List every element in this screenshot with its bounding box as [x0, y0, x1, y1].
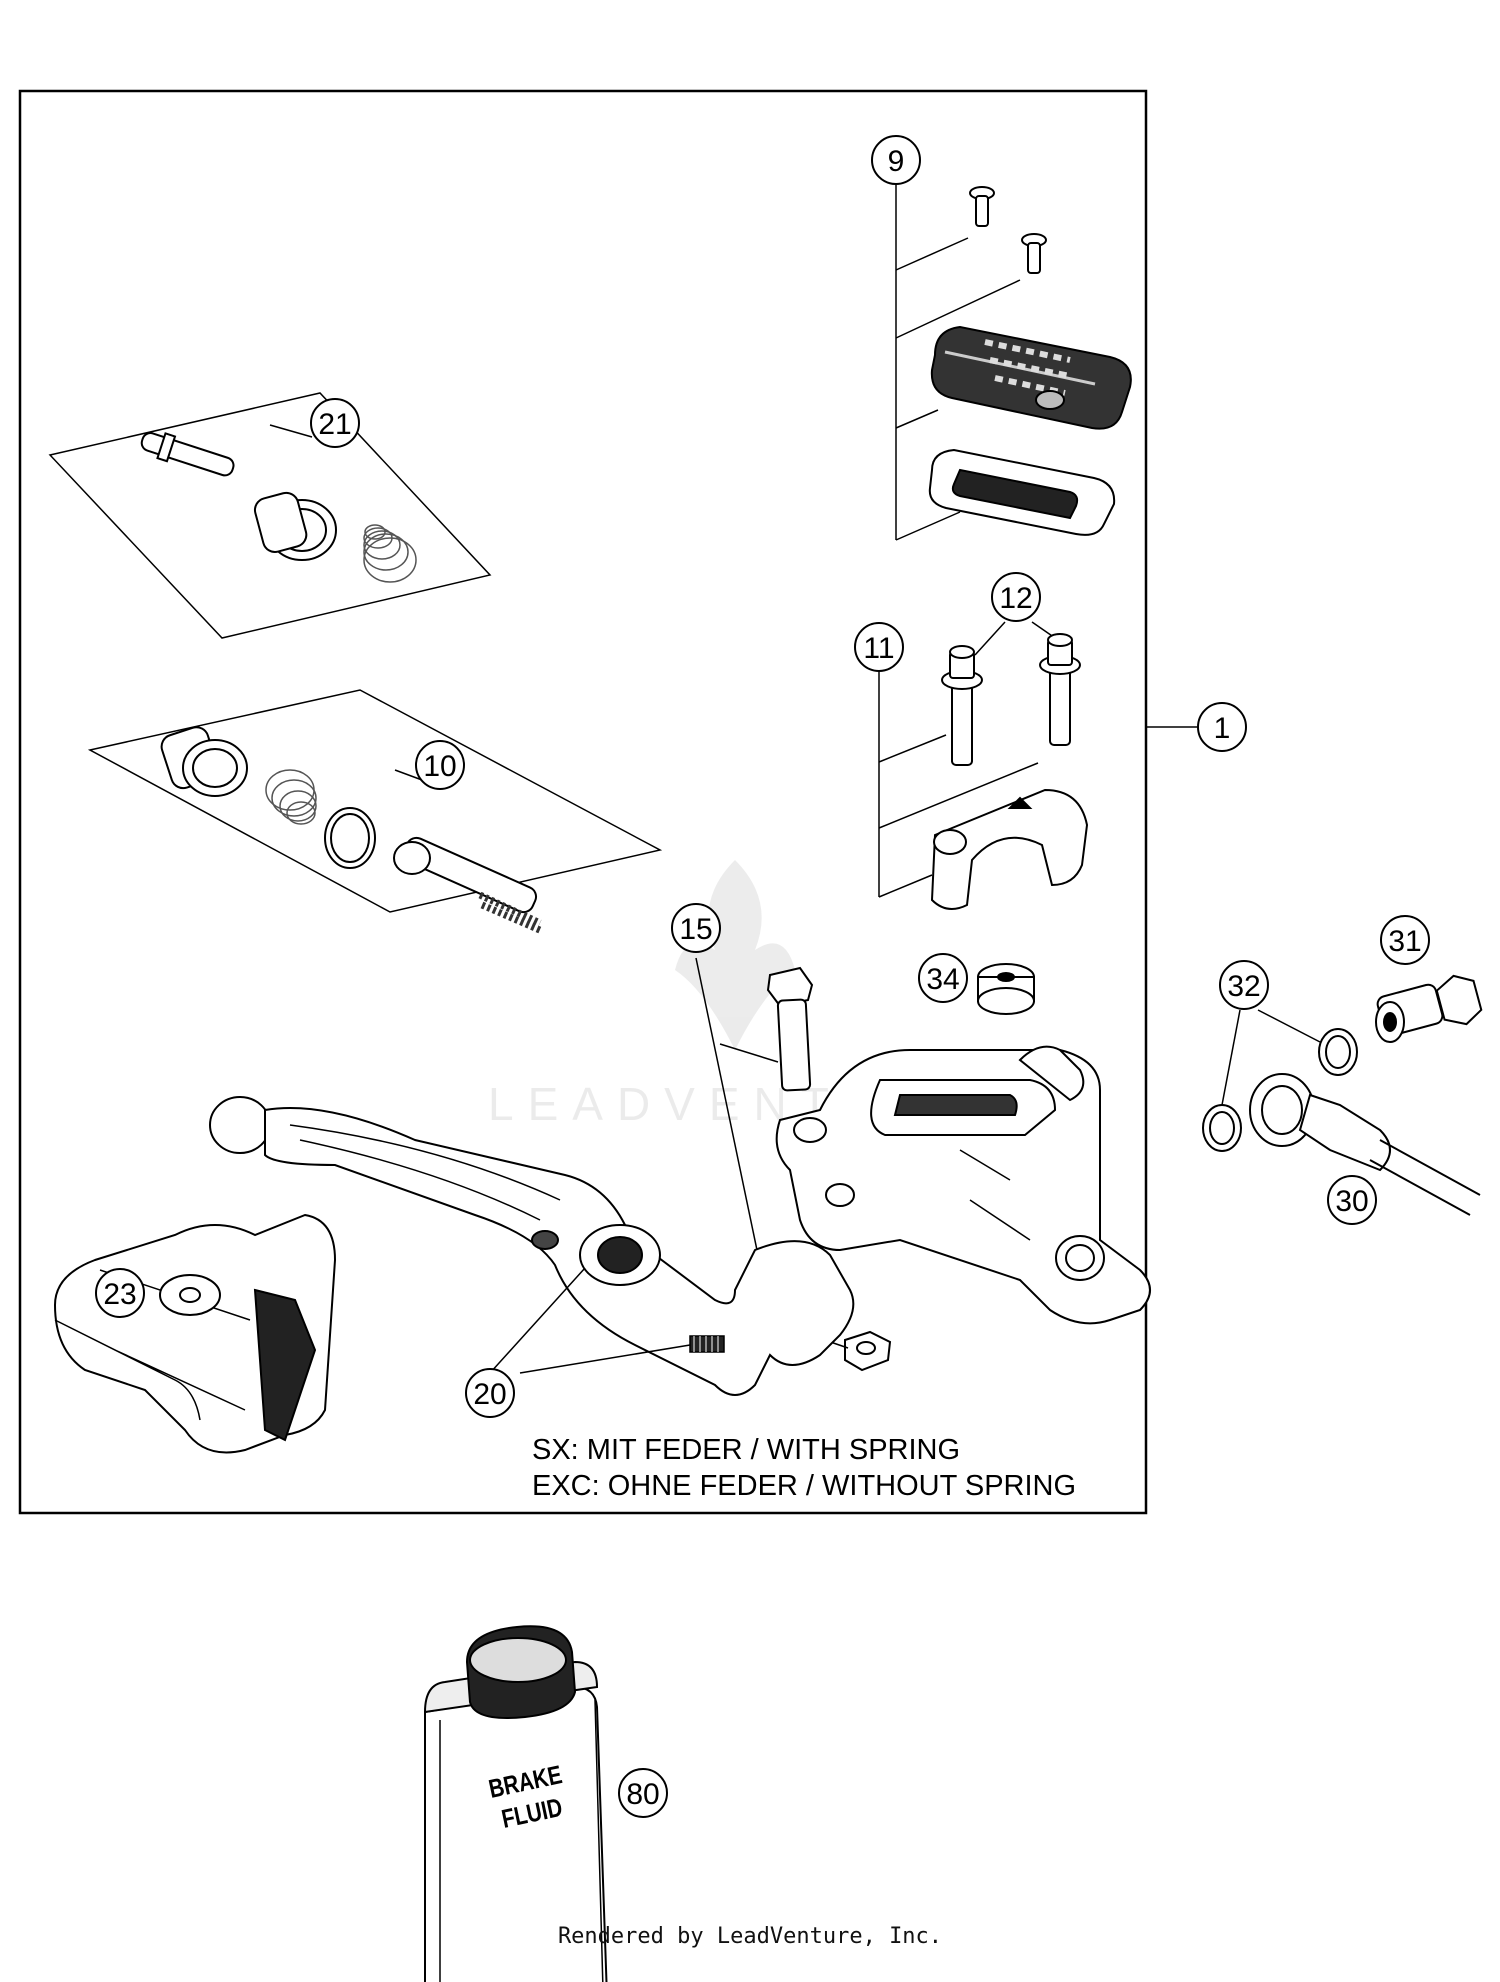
piston-pin-drawing	[140, 432, 235, 477]
svg-text:34: 34	[926, 963, 959, 996]
callout-31[interactable]: 31	[1380, 915, 1430, 965]
piston-assembly-drawing	[393, 836, 544, 935]
callout-15[interactable]: 15	[671, 903, 721, 953]
callout-9[interactable]: 9	[871, 135, 921, 185]
svg-text:9: 9	[888, 145, 905, 178]
reservoir-plug-drawing	[977, 963, 1035, 1015]
callout-11[interactable]: 11	[854, 622, 904, 672]
kit-21-group	[48, 392, 492, 639]
callout-80[interactable]: 80	[618, 1768, 668, 1818]
callout-23[interactable]: 23	[95, 1268, 145, 1318]
svg-text:15: 15	[679, 913, 712, 946]
sealing-washer-2	[1202, 1104, 1242, 1152]
svg-text:1: 1	[1214, 712, 1231, 745]
adjuster-cover-drawing	[53, 1213, 337, 1454]
svg-text:32: 32	[1227, 970, 1260, 1003]
brake-hose-drawing	[1249, 1073, 1481, 1216]
brake-fluid-can-drawing	[423, 1625, 608, 1982]
callout-30[interactable]: 30	[1327, 1175, 1377, 1225]
svg-text:30: 30	[1335, 1185, 1368, 1218]
brake-lever-drawing	[209, 1096, 855, 1396]
footer-credit: Rendered by LeadVenture, Inc.	[557, 1924, 943, 1949]
spring-note: SX: MIT FEDER / WITH SPRING EXC: OHNE FE…	[532, 1432, 1076, 1504]
sealing-washer-1	[1318, 1028, 1358, 1076]
svg-text:12: 12	[999, 582, 1032, 615]
callout-12[interactable]: 12	[991, 572, 1041, 622]
lever-bolt-drawing	[766, 966, 814, 1092]
svg-text:23: 23	[103, 1278, 136, 1311]
circlip-drawing	[324, 807, 376, 869]
svg-text:31: 31	[1388, 925, 1421, 958]
svg-text:20: 20	[473, 1378, 506, 1411]
master-cylinder-drawing	[775, 1045, 1151, 1325]
lever-nut-drawing	[844, 1330, 892, 1372]
lever-spring-drawing	[689, 1335, 725, 1353]
callout-21[interactable]: 21	[310, 398, 360, 448]
cover-screw-1	[969, 186, 995, 227]
handlebar-clamp-drawing	[930, 788, 1089, 910]
spring-note-line1: SX: MIT FEDER / WITH SPRING	[532, 1434, 961, 1466]
clamp-bolt-1	[941, 645, 983, 766]
svg-text:11: 11	[863, 632, 894, 665]
spring-note-line2: EXC: OHNE FEDER / WITHOUT SPRING	[532, 1470, 1077, 1502]
reservoir-cover-group	[895, 180, 1132, 541]
svg-text:80: 80	[626, 1778, 659, 1811]
kit-10-group	[87, 689, 663, 935]
callout-1[interactable]: 1	[1197, 702, 1247, 752]
clamp-bolt-2	[1039, 633, 1081, 746]
svg-text:10: 10	[423, 750, 456, 783]
spring-small-drawing	[363, 524, 417, 583]
seal-cup-10-drawing	[160, 726, 248, 797]
banjo-bolt-drawing	[1375, 974, 1483, 1043]
cover-screw-2	[1021, 233, 1047, 274]
spring-10-drawing	[265, 769, 317, 825]
cap-gasket-drawing	[928, 448, 1116, 536]
kit-10-tray	[87, 689, 663, 913]
callout-20[interactable]: 20	[465, 1368, 515, 1418]
leader-20	[519, 1344, 691, 1374]
clamp-group	[878, 621, 1089, 910]
callout-10[interactable]: 10	[415, 740, 465, 790]
svg-text:21: 21	[318, 408, 351, 441]
seal-cup-drawing	[253, 491, 337, 561]
reservoir-cap-drawing	[930, 325, 1132, 430]
callout-32[interactable]: 32	[1219, 960, 1269, 1010]
assembly-frame	[18, 89, 1148, 1515]
callout-34[interactable]: 34	[918, 953, 968, 1003]
kit-21-tray	[48, 392, 492, 639]
